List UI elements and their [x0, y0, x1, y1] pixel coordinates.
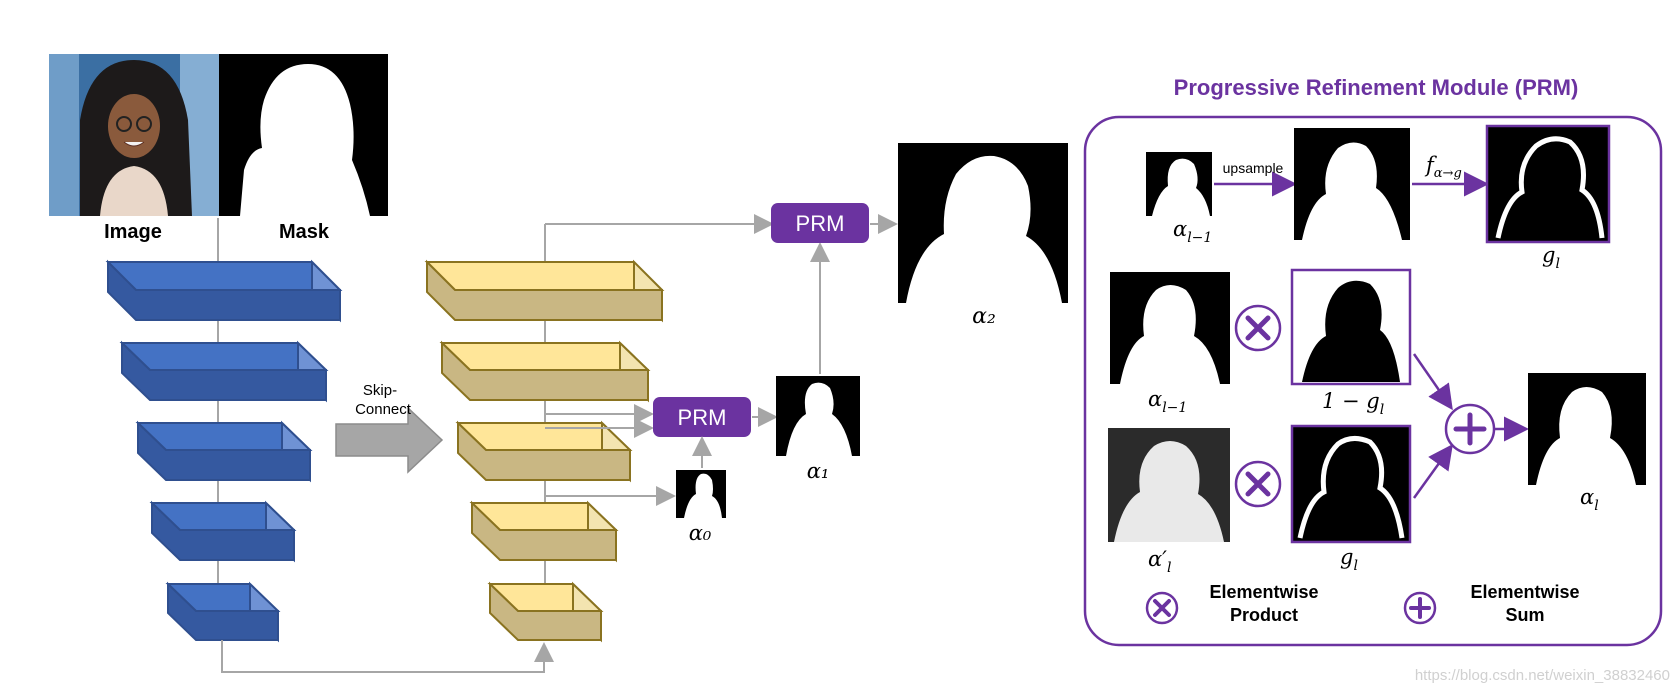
- legend-product-label-2: Product: [1230, 605, 1298, 625]
- legend-sum-label-1: Elementwise: [1470, 582, 1579, 602]
- prm-alpha-prev-label-2: αl−1: [1148, 387, 1187, 416]
- encoder-block-5: [165, 581, 281, 643]
- decoder-block-2: [439, 340, 651, 403]
- prm-block-2: [771, 203, 869, 243]
- prm-block-1: [653, 397, 751, 437]
- decoder-block-5: [487, 581, 604, 643]
- encoder-block-1: [105, 259, 343, 323]
- product-operator-1: [1234, 304, 1282, 352]
- alpha0-label: α₀: [689, 521, 712, 545]
- prm-g-image-top: [1485, 124, 1611, 244]
- prm-alpha-prime-image: [1108, 428, 1230, 542]
- prm-one-minus-g-label: 1 − gl: [1322, 389, 1384, 418]
- legend-product-icon: [1145, 591, 1179, 625]
- product-to-sum-arrow-1: [1412, 353, 1453, 411]
- alpha2-label: α₂: [972, 304, 996, 329]
- decoder-block-1: [424, 259, 665, 323]
- legend-product-label-1: Elementwise: [1209, 582, 1318, 602]
- mask-label: Mask: [279, 221, 330, 243]
- bottleneck-connector: [221, 640, 554, 673]
- prm-alpha-prev-small: [1146, 152, 1212, 216]
- watermark: https://blog.csdn.net/weixin_38832460: [1414, 667, 1670, 684]
- decoder-block-4: [469, 500, 619, 563]
- prm-panel-frame: [1083, 115, 1663, 647]
- f-alpha-to-g-label: fα→g: [1424, 153, 1462, 181]
- sum-operator: [1444, 403, 1496, 455]
- alpha2-image: [898, 143, 1068, 303]
- encoder-block-4: [149, 500, 297, 563]
- product-to-sum-arrow-2: [1412, 443, 1453, 499]
- legend-sum-icon: [1403, 591, 1437, 625]
- product-operator-2: [1234, 460, 1282, 508]
- prm-block-1-label: PRM: [678, 405, 727, 430]
- image-label: Image: [104, 221, 162, 243]
- alpha1-label: α₁: [807, 459, 830, 483]
- prm-g-label-top: gl: [1542, 243, 1560, 272]
- input-mask: [219, 54, 388, 216]
- prm-alpha-output-image: [1528, 373, 1646, 485]
- skip-connect-label-2: Connect: [355, 401, 412, 418]
- prm-alpha-prime-label: α′l: [1148, 547, 1171, 576]
- skip-connect-arrow: [335, 406, 444, 474]
- legend-sum-label-2: Sum: [1505, 605, 1544, 625]
- decoder-block-3: [455, 420, 633, 483]
- upsample-label: upsample: [1223, 160, 1284, 176]
- prm-upsampled-image: [1294, 128, 1410, 240]
- skip-connect-label-1: Skip-: [363, 382, 397, 399]
- prm-g-label-bottom: gl: [1340, 545, 1358, 574]
- encoder-block-2: [119, 340, 329, 403]
- prm-panel-title: Progressive Refinement Module (PRM): [1174, 75, 1579, 100]
- alpha0-image: [676, 470, 726, 518]
- encoder-block-3: [135, 420, 313, 483]
- alpha1-image: [776, 376, 860, 456]
- prm-g-image-bottom: [1290, 424, 1412, 544]
- prm-alpha-prev-label-1: αl−1: [1173, 217, 1212, 246]
- prm-one-minus-g-image: [1290, 268, 1412, 386]
- prm-alpha-output-label: αl: [1580, 485, 1599, 514]
- prm-block-2-label: PRM: [796, 211, 845, 236]
- prm-alpha-prev-large: [1110, 272, 1230, 384]
- input-photo: [49, 54, 219, 216]
